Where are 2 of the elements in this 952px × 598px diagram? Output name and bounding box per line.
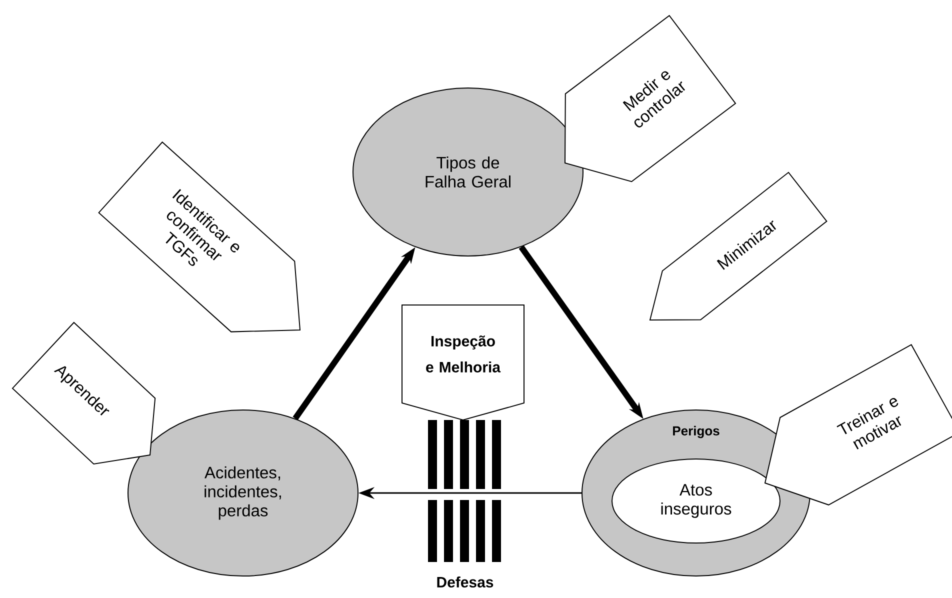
- bar-label: Defesas: [437, 576, 494, 588]
- pointer-box: Inspeção e Melhoria: [402, 304, 524, 421]
